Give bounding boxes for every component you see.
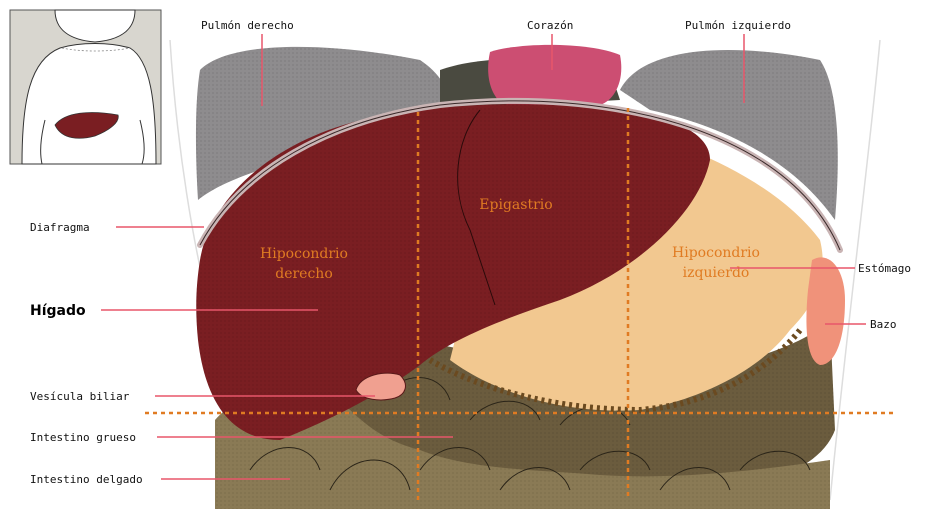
label-vesicula-biliar: Vesícula biliar: [30, 390, 130, 403]
label-diafragma: Diafragma: [30, 221, 90, 234]
region-hipocondrio-izquierdo-1: Hipocondrio: [672, 245, 760, 261]
label-intestino-delgado: Intestino delgado: [30, 473, 143, 486]
region-epigastrio: Epigastrio: [479, 197, 552, 213]
label-intestino-grueso: Intestino grueso: [30, 431, 136, 444]
label-pulmon-izquierdo: Pulmón izquierdo: [685, 19, 791, 32]
label-corazon: Corazón: [527, 19, 573, 32]
region-hipocondrio-derecho-1: Hipocondrio: [260, 246, 348, 262]
label-bazo: Bazo: [870, 318, 897, 331]
label-higado: Hígado: [30, 303, 86, 319]
region-hipocondrio-derecho-2: derecho: [275, 266, 333, 282]
inset-thumbnail: [10, 10, 161, 164]
label-pulmon-derecho: Pulmón derecho: [201, 19, 294, 32]
spleen: [806, 257, 845, 365]
label-estomago: Estómago: [858, 262, 911, 275]
